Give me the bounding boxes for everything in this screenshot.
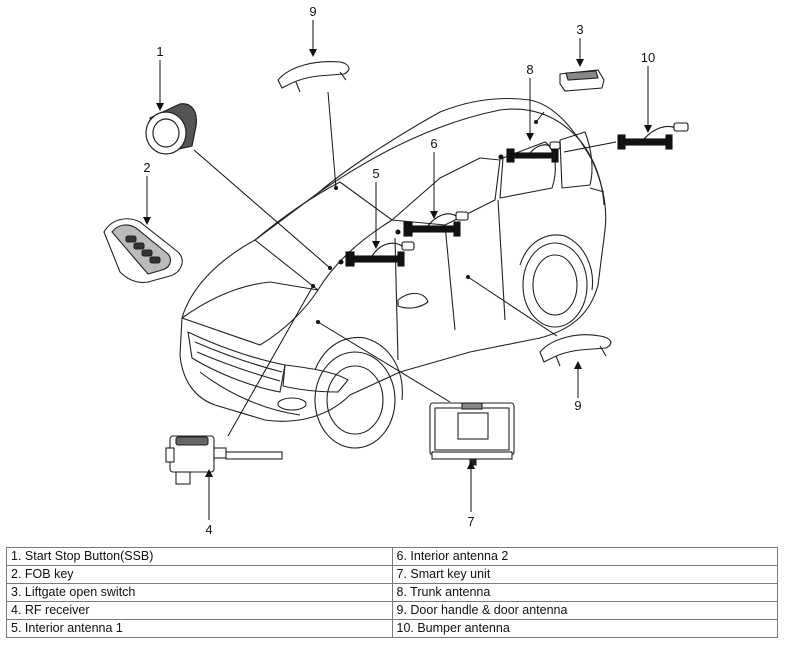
legend-row: 1. Start Stop Button(SSB) 6. Interior an…: [6, 547, 778, 566]
legend-row: 2. FOB key 7. Smart key unit: [6, 565, 778, 584]
liftgate-switch-drawing: [559, 69, 605, 92]
legend-row: 5. Interior antenna 1 10. Bumper antenna: [6, 619, 778, 638]
callout-3: 3: [576, 22, 583, 37]
smart-key-unit-drawing: [429, 402, 515, 466]
legend-row: 4. RF receiver 9. Door handle & door ant…: [6, 601, 778, 620]
callout-1: 1: [156, 44, 163, 59]
legend-row: 3. Liftgate open switch 8. Trunk antenna: [6, 583, 778, 602]
location-dots: [311, 120, 538, 324]
vehicle-outline: [179, 98, 607, 449]
legend-item-1: 1. Start Stop Button(SSB): [6, 547, 393, 566]
legend-item-8: 8. Trunk antenna: [391, 583, 778, 602]
callout-6: 6: [430, 136, 437, 151]
rf-receiver-drawing: [165, 435, 283, 485]
start-stop-button-drawing: [145, 103, 197, 155]
legend-item-6: 6. Interior antenna 2: [391, 547, 778, 566]
callout-4: 4: [205, 522, 212, 537]
callout-7: 7: [467, 514, 474, 529]
door-handle-bottom-drawing: [539, 334, 612, 367]
bumper-antenna-drawing: [617, 122, 689, 150]
callout-10: 10: [641, 50, 655, 65]
legend-item-2: 2. FOB key: [6, 565, 393, 584]
trunk-antenna-drawing: [498, 141, 561, 163]
component-location-diagram: 1 2 3 4 5 6 7 8 9 9 10: [103, 4, 689, 537]
callout-9-top: 9: [309, 4, 316, 19]
callout-8: 8: [526, 62, 533, 77]
leader-lines: [143, 20, 652, 520]
legend-item-4: 4. RF receiver: [6, 601, 393, 620]
legend-item-10: 10. Bumper antenna: [391, 619, 778, 638]
fob-key-drawing: [103, 218, 183, 284]
callout-9-bottom: 9: [574, 398, 581, 413]
legend-item-9: 9. Door handle & door antenna: [391, 601, 778, 620]
door-handle-top-drawing: [277, 61, 350, 93]
interior-antenna-2-drawing: [395, 211, 469, 237]
legend-item-5: 5. Interior antenna 1: [6, 619, 393, 638]
callout-2: 2: [143, 160, 150, 175]
callout-5: 5: [372, 166, 379, 181]
legend-item-3: 3. Liftgate open switch: [6, 583, 393, 602]
legend-table: 1. Start Stop Button(SSB) 6. Interior an…: [6, 547, 778, 638]
interior-antenna-1-drawing: [338, 241, 415, 267]
legend-item-7: 7. Smart key unit: [391, 565, 778, 584]
